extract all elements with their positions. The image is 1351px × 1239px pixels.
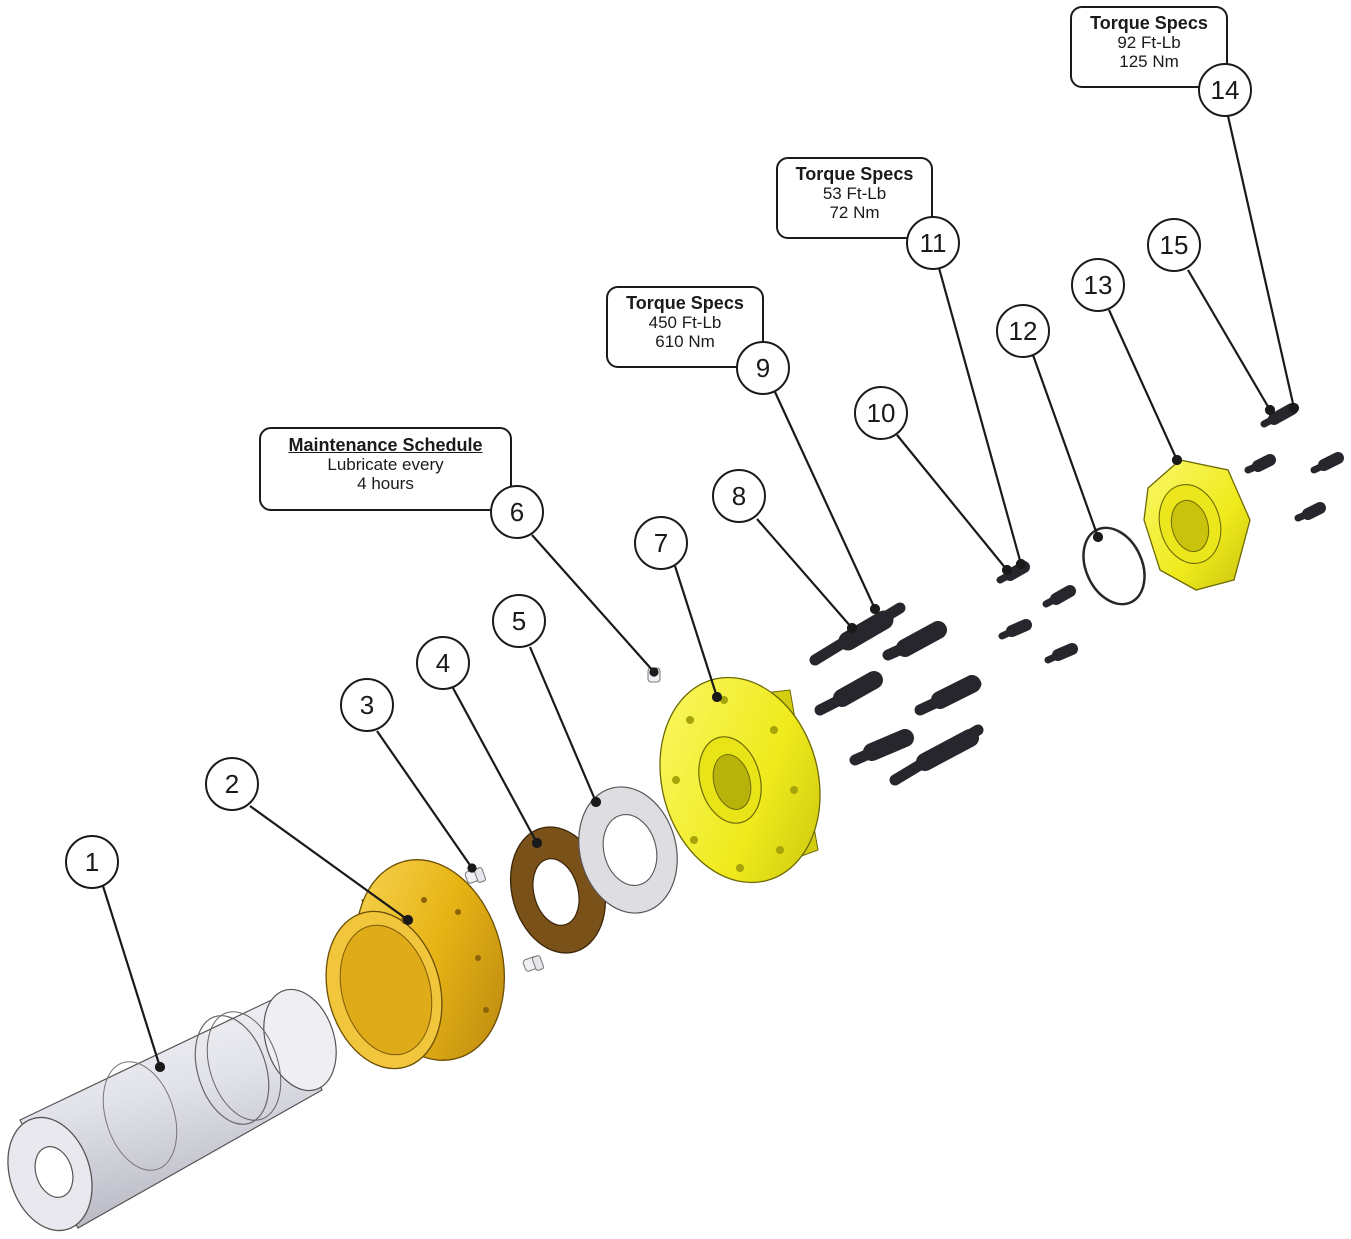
part-12-o-ring (1082, 526, 1146, 606)
torque-11-line2: 72 Nm (829, 203, 880, 223)
part-2-bushing (325, 859, 506, 1070)
maintenance-schedule-note: Maintenance Schedule Lubricate every 4 h… (259, 427, 512, 511)
item-balloon-11: 11 (906, 216, 960, 270)
item-balloon-7: 7 (634, 516, 688, 570)
item-balloon-8: 8 (712, 469, 766, 523)
item-balloon-9: 9 (736, 341, 790, 395)
torque-11-line1: 53 Ft-Lb (822, 184, 887, 204)
maintenance-note-line1: Lubricate every (327, 455, 444, 475)
item-balloon-15: 15 (1147, 218, 1201, 272)
item-balloon-1: 1 (65, 835, 119, 889)
torque-11-title: Torque Specs (795, 164, 914, 184)
leader-lines (101, 115, 1300, 1073)
item-balloon-3: 3 (340, 678, 394, 732)
part-7-yellow-flange (659, 676, 821, 884)
torque-9-title: Torque Specs (626, 293, 744, 313)
item-balloon-13: 13 (1071, 258, 1125, 312)
item-balloon-2: 2 (205, 757, 259, 811)
item-balloon-14: 14 (1198, 63, 1252, 117)
torque-9-line1: 450 Ft-Lb (648, 313, 722, 333)
part-14-15-cap-bolts (1244, 403, 1344, 522)
torque-9-line2: 610 Nm (655, 332, 715, 352)
maintenance-note-line2: 4 hours (357, 474, 414, 494)
item-balloon-12: 12 (996, 304, 1050, 358)
torque-14-line2: 125 Nm (1119, 52, 1179, 72)
torque-spec-note-9: Torque Specs 450 Ft-Lb 610 Nm (606, 286, 764, 368)
item-balloon-6: 6 (490, 485, 544, 539)
item-balloon-10: 10 (854, 386, 908, 440)
part-1-shaft (7, 988, 337, 1232)
part-10-11-small-bolts (996, 561, 1078, 664)
part-8-9-large-bolts (809, 602, 984, 786)
part-13-end-cap (1143, 459, 1251, 591)
part-5-gasket (578, 786, 678, 914)
item-balloon-5: 5 (492, 594, 546, 648)
item-balloon-4: 4 (416, 636, 470, 690)
torque-14-title: Torque Specs (1090, 13, 1208, 33)
torque-14-line1: 92 Ft-Lb (1117, 33, 1181, 53)
maintenance-note-title: Maintenance Schedule (288, 435, 483, 455)
torque-spec-note-11: Torque Specs 53 Ft-Lb 72 Nm (776, 157, 933, 239)
